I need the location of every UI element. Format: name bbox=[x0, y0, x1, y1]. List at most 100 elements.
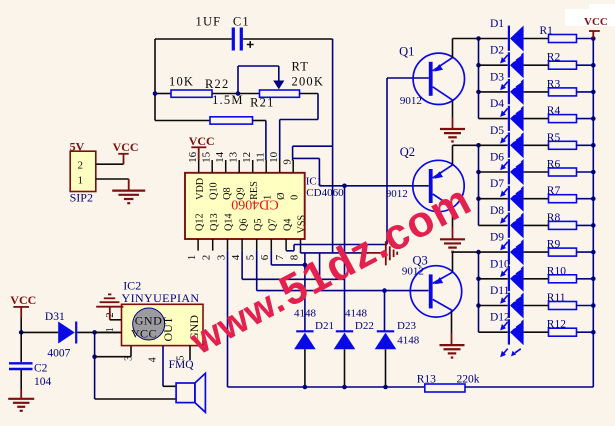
svg-text:15: 15 bbox=[201, 151, 213, 163]
svg-text:R2: R2 bbox=[547, 52, 561, 64]
svg-text:VDD: VDD bbox=[195, 178, 206, 200]
svg-text:D7: D7 bbox=[490, 178, 504, 190]
svg-text:5: 5 bbox=[245, 254, 257, 260]
svg-text:D1: D1 bbox=[490, 18, 504, 30]
svg-text:VSS: VSS bbox=[297, 214, 308, 233]
svg-text:D3: D3 bbox=[490, 71, 504, 83]
svg-text:FMQ: FMQ bbox=[169, 359, 195, 371]
svg-text:8: 8 bbox=[288, 254, 300, 260]
svg-text:11: 11 bbox=[255, 152, 267, 163]
svg-text:R7: R7 bbox=[547, 185, 561, 197]
svg-text:D6: D6 bbox=[490, 152, 504, 164]
svg-text:D8: D8 bbox=[490, 205, 504, 217]
svg-text:Q4: Q4 bbox=[282, 219, 293, 231]
svg-text:C2: C2 bbox=[34, 363, 48, 375]
svg-text:2: 2 bbox=[77, 160, 83, 172]
svg-text:D22: D22 bbox=[355, 320, 374, 332]
svg-text:13: 13 bbox=[228, 151, 240, 163]
svg-text:GND: GND bbox=[135, 313, 163, 327]
svg-text:4148: 4148 bbox=[397, 335, 420, 347]
svg-text:200K: 200K bbox=[292, 75, 325, 89]
svg-text:R21: R21 bbox=[250, 95, 274, 109]
svg-text:CD4060: CD4060 bbox=[306, 187, 344, 199]
svg-text:5: 5 bbox=[175, 356, 186, 361]
svg-text:VCC: VCC bbox=[584, 16, 608, 28]
svg-text:CD4060: CD4060 bbox=[231, 196, 278, 211]
svg-text:Q7: Q7 bbox=[268, 219, 279, 231]
svg-text:GND: GND bbox=[187, 315, 201, 341]
svg-text:D12: D12 bbox=[490, 312, 510, 324]
svg-text:Q3: Q3 bbox=[413, 254, 428, 268]
svg-text:4148: 4148 bbox=[294, 308, 317, 320]
svg-text:4007: 4007 bbox=[47, 348, 70, 360]
svg-text:1: 1 bbox=[186, 255, 198, 261]
svg-text:Ø: Ø bbox=[276, 193, 287, 200]
svg-text:R22: R22 bbox=[205, 77, 229, 91]
svg-text:D11: D11 bbox=[490, 285, 510, 297]
svg-text:1UF: 1UF bbox=[196, 15, 222, 29]
svg-text:R9: R9 bbox=[547, 239, 561, 251]
svg-text:12: 12 bbox=[241, 152, 253, 163]
svg-text:1: 1 bbox=[262, 195, 273, 200]
svg-text:9012: 9012 bbox=[402, 266, 424, 278]
svg-text:5V: 5V bbox=[70, 139, 85, 153]
svg-text:SIP2: SIP2 bbox=[70, 190, 93, 204]
svg-text:D5: D5 bbox=[490, 125, 504, 137]
svg-text:Q2: Q2 bbox=[400, 145, 415, 159]
svg-text:6: 6 bbox=[259, 254, 271, 260]
svg-text:10: 10 bbox=[268, 151, 280, 163]
svg-text:104: 104 bbox=[34, 376, 52, 388]
svg-text:OUT: OUT bbox=[161, 316, 175, 341]
svg-text:C1: C1 bbox=[233, 15, 250, 29]
svg-text:Q8: Q8 bbox=[222, 187, 233, 199]
svg-text:7: 7 bbox=[274, 254, 286, 260]
svg-text:0: 0 bbox=[289, 195, 300, 200]
svg-text:3: 3 bbox=[123, 356, 134, 361]
svg-text:Q14: Q14 bbox=[224, 213, 235, 231]
svg-text:R10: R10 bbox=[547, 265, 566, 277]
svg-text:3: 3 bbox=[215, 254, 227, 260]
svg-text:Q5: Q5 bbox=[253, 219, 264, 231]
svg-text:D10: D10 bbox=[490, 258, 510, 270]
svg-text:VCC: VCC bbox=[131, 327, 157, 341]
svg-text:D9: D9 bbox=[490, 232, 504, 244]
svg-text:Q9: Q9 bbox=[235, 187, 246, 199]
svg-text:VCC: VCC bbox=[113, 140, 139, 154]
svg-text:D23: D23 bbox=[397, 320, 416, 332]
svg-text:1.5M: 1.5M bbox=[212, 93, 244, 107]
svg-text:10K: 10K bbox=[169, 75, 194, 89]
svg-text:R8: R8 bbox=[547, 212, 561, 224]
svg-text:1: 1 bbox=[105, 327, 116, 332]
svg-text:R3: R3 bbox=[547, 78, 561, 90]
svg-text:D2: D2 bbox=[490, 45, 504, 57]
svg-text:R1: R1 bbox=[540, 25, 554, 37]
svg-text:IC2: IC2 bbox=[123, 278, 141, 292]
svg-text:RES: RES bbox=[249, 181, 260, 200]
svg-text:Q13: Q13 bbox=[209, 213, 220, 231]
svg-text:R5: R5 bbox=[547, 132, 561, 144]
svg-text:D21: D21 bbox=[315, 320, 334, 332]
svg-text:9012: 9012 bbox=[386, 188, 408, 200]
svg-text:D31: D31 bbox=[45, 311, 65, 323]
svg-text:Q10: Q10 bbox=[208, 182, 219, 200]
svg-text:4148: 4148 bbox=[345, 308, 368, 320]
svg-text:220k: 220k bbox=[457, 374, 480, 386]
svg-text:R12: R12 bbox=[547, 319, 566, 331]
svg-text:R6: R6 bbox=[547, 159, 561, 171]
svg-text:R13: R13 bbox=[417, 374, 436, 386]
svg-text:D4: D4 bbox=[490, 98, 504, 110]
svg-text:VCC: VCC bbox=[189, 134, 215, 148]
svg-text:RT: RT bbox=[292, 60, 310, 74]
svg-text:Q12: Q12 bbox=[194, 213, 205, 231]
svg-text:9: 9 bbox=[282, 159, 294, 165]
svg-text:4: 4 bbox=[230, 254, 242, 260]
svg-text:R4: R4 bbox=[547, 105, 561, 117]
svg-text:16: 16 bbox=[187, 151, 199, 163]
svg-text:VCC: VCC bbox=[10, 293, 36, 307]
svg-text:14: 14 bbox=[214, 151, 226, 163]
svg-text:9012: 9012 bbox=[400, 95, 422, 107]
svg-text:Q6: Q6 bbox=[238, 219, 249, 231]
svg-text:4: 4 bbox=[147, 357, 158, 362]
svg-text:IC1: IC1 bbox=[306, 175, 323, 187]
svg-text:R11: R11 bbox=[547, 292, 566, 304]
